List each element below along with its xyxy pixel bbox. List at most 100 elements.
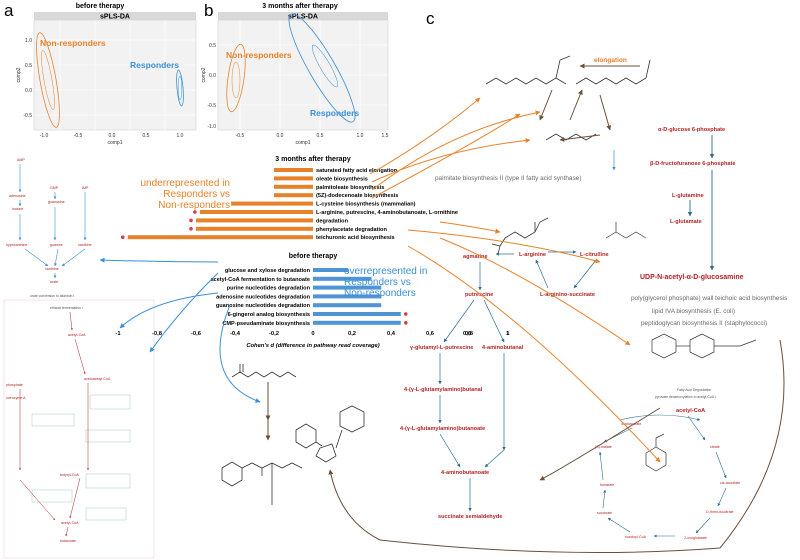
bar-category-label: guanosine nucleotides degradation (216, 303, 311, 309)
guanosine-label: guanosine (48, 200, 65, 204)
pyruvate-label: pyruvate decarboxylation to acetyl-CoA I (655, 395, 716, 399)
bar-category-label: 6-gingerol analog biosynthesis (228, 312, 310, 318)
panel-b-ytick: 0.0 (209, 73, 216, 79)
glucose6p-label: α-D-glucose 6-phosphate (658, 127, 725, 133)
bar-category-label: adenosine nucleotides degradation (216, 294, 310, 300)
bar-category-label: oleate biosynthesis (316, 176, 368, 182)
argininosuccinate-label: L-arginino-succinate (540, 292, 595, 298)
responder-cluster-b (311, 44, 339, 88)
left-enzyme-notes (31, 394, 131, 521)
bar (313, 320, 401, 325)
significance-marker (189, 218, 193, 223)
panel-b-letter: b (204, 1, 213, 20)
scale-tick: 1 (506, 331, 510, 337)
phosphate-label: phosphate (6, 383, 23, 387)
panel-b-ytick: -1.0 (207, 124, 216, 130)
bar (313, 312, 401, 316)
bar (313, 276, 372, 281)
panel-a-ytick: 0.5 (25, 63, 32, 69)
panel-a-xtick: -1.0 (40, 133, 49, 139)
blue-connector-arrows (99, 257, 261, 403)
glutamine-molecule (605, 222, 647, 239)
teichoic-label: poly(glycerol phosphate) wall teichoic a… (631, 295, 787, 302)
panel-b-yticks: 0.5 0.0 -0.5 -1.0 (207, 43, 216, 130)
fa-deg-label: Fatty Acid Degradation (677, 388, 711, 392)
oxoglutarate-label: 2-oxoglutarate (684, 536, 707, 540)
bar (231, 201, 313, 206)
panel-b-xlabel: comp1 (295, 140, 310, 146)
xanthine2-label: xanthine (45, 267, 59, 271)
udp-arrows (687, 135, 715, 271)
cis-aconitate-label: cis-aconitate (720, 481, 740, 485)
aminobutanoate-scale-ticks: 0,6 1 (463, 331, 510, 337)
nonresponder-ellipse-b (226, 43, 246, 113)
imp-label: IMP (82, 186, 89, 190)
panel-a-nonresponders-label: Non-responders (40, 38, 106, 48)
panel-b-xtick: 1.5 (382, 133, 389, 139)
bar (313, 294, 382, 299)
bar (274, 184, 313, 189)
bar (196, 226, 313, 231)
x-tick-label: 1 (506, 331, 510, 337)
bar (274, 168, 313, 172)
inosine-label: inosine (12, 207, 23, 211)
responder-ellipse (176, 69, 184, 107)
panel-c-letter: c (426, 9, 435, 28)
bar-category-label: CMP-pseudaminate biosynthesis (222, 321, 310, 327)
panel-b-ytick: -0.5 (207, 103, 216, 109)
callout-text: Responders vs (163, 189, 230, 200)
panel-a-xtick: 0.0 (109, 133, 116, 139)
callout-text: Responders vs (344, 277, 411, 288)
tca-arrows (598, 414, 727, 538)
succinate-semialdehyde-label: succinate semialdehyde (438, 514, 502, 520)
bar (313, 285, 382, 290)
gmp-label: GMP (50, 186, 59, 190)
succinyl-coa-label: succinyl-CoA (625, 535, 647, 539)
bar-category-label: glucose and xylose degradation (225, 268, 311, 274)
d-threo-label: D-threo-isocitrate (706, 510, 734, 514)
nonresponder-ellipse (36, 32, 60, 128)
bar (199, 210, 313, 214)
coenzyme-a-label: coenzyme A (6, 396, 26, 400)
panel-b-xtick: 1.0 (357, 133, 364, 139)
glutamylamino-butanoate-label: 4-(γ-L-glutamylamino)butanoate (400, 426, 485, 432)
elongation-label: elongation (594, 57, 627, 64)
palmitate-label: palmitate biosynthesis II (type II fatty… (435, 175, 581, 182)
left-butanoate-pathway: ethanol fermentation I acetyl-CoA acetoa… (3, 299, 155, 559)
panel-a-ytick: 0.0 (25, 88, 32, 94)
butyryl-label: butyryl-CoA (60, 473, 79, 477)
left-purine-arrows (18, 164, 87, 279)
acetylcoa-left-label: acetyl-CoA (68, 333, 86, 337)
fructose6p-label: β-D-fructofuranose 6-phosphate (650, 161, 735, 167)
panel-a-grid (34, 20, 196, 130)
x-tick-label: -0,8 (152, 331, 163, 337)
panel-a-xtick: -0.5 (74, 133, 83, 139)
panel-a-xtick: 1.0 (177, 133, 184, 139)
udp-sugar-molecule (651, 333, 757, 359)
bar-category-label: phenylacetate degradation (316, 227, 387, 233)
panel-b-xtick: 0.5 (317, 133, 324, 139)
x-tick-label: 0,2 (348, 331, 356, 337)
putrescine-label: putrescine (465, 292, 493, 298)
significance-marker (189, 227, 193, 231)
putrescine-arrows (438, 299, 506, 512)
bar-category-label: palmitoleate biosynthesis (316, 185, 384, 191)
panel-b-ytick: 0.5 (209, 43, 216, 49)
l-glutamine-label: L-glutamine (672, 193, 704, 199)
cmp-molecule (295, 405, 365, 463)
brown-connector-arrows (328, 339, 785, 553)
bar (196, 218, 313, 223)
left-butanoate-frame (3, 299, 155, 559)
acetylcoa-label: acetyl-CoA (676, 408, 705, 414)
panel-b-caption: 3 months after therapy (262, 3, 338, 10)
x-tick-label: 0,4 (387, 331, 396, 337)
callout-text: underrepresented in (140, 178, 230, 189)
callout-text: Non-responders (344, 288, 416, 299)
fa-cycle-arrows (539, 63, 640, 142)
enzyme-note-box (89, 394, 131, 410)
x-tick-label: 0,6 (426, 331, 435, 337)
bar (313, 303, 382, 308)
panel-a-caption: before therapy (76, 3, 125, 10)
oxaloacetate-label: oxaloacetate (621, 422, 641, 426)
